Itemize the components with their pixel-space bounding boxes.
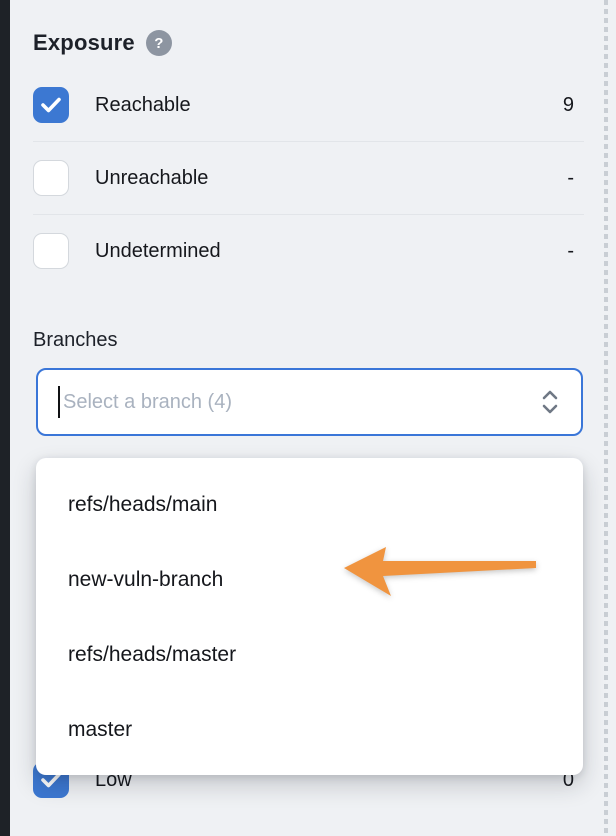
branch-select-input[interactable]: Select a branch (4) xyxy=(36,368,583,436)
checkbox-unchecked[interactable] xyxy=(33,160,69,196)
filter-row-undetermined[interactable]: Undetermined - xyxy=(33,215,584,287)
orange-annotation-arrow xyxy=(344,547,536,596)
filter-count: 0 xyxy=(562,768,574,791)
exposure-section-header: Exposure ? xyxy=(33,30,172,56)
dropdown-option-refs-master[interactable]: refs/heads/master xyxy=(68,642,237,666)
branch-input-placeholder: Select a branch (4) xyxy=(63,390,232,413)
exposure-filter-list: Reachable 9 Unreachable - Undetermined - xyxy=(33,69,584,287)
dropdown-option-master[interactable]: master xyxy=(68,717,133,741)
dropdown-option-new-vuln-branch[interactable]: new-vuln-branch xyxy=(68,567,224,591)
filter-row-unreachable[interactable]: Unreachable - xyxy=(33,142,584,215)
checkmark-icon xyxy=(41,772,61,788)
filter-row-reachable[interactable]: Reachable 9 xyxy=(33,69,584,142)
filter-count: 9 xyxy=(562,93,574,116)
checkbox-unchecked[interactable] xyxy=(33,233,69,269)
filter-count: - xyxy=(567,166,574,189)
branches-section-label: Branches xyxy=(33,329,118,351)
checkbox-checked[interactable] xyxy=(33,87,69,123)
dark-panel-edge xyxy=(0,0,10,836)
text-caret xyxy=(58,386,60,418)
exposure-heading: Exposure xyxy=(33,30,135,55)
branch-dropdown-menu: refs/heads/main new-vuln-branch refs/hea… xyxy=(36,458,583,775)
help-icon[interactable]: ? xyxy=(145,30,172,56)
dropdown-option-main[interactable]: refs/heads/main xyxy=(68,492,218,516)
filter-count: - xyxy=(567,239,574,262)
select-chevrons-icon[interactable] xyxy=(541,389,559,415)
filter-label: Reachable xyxy=(95,93,191,116)
panel-resize-handle[interactable] xyxy=(604,0,608,836)
filter-label: Unreachable xyxy=(95,166,209,189)
filter-label: Undetermined xyxy=(95,239,221,262)
checkmark-icon xyxy=(41,97,61,113)
